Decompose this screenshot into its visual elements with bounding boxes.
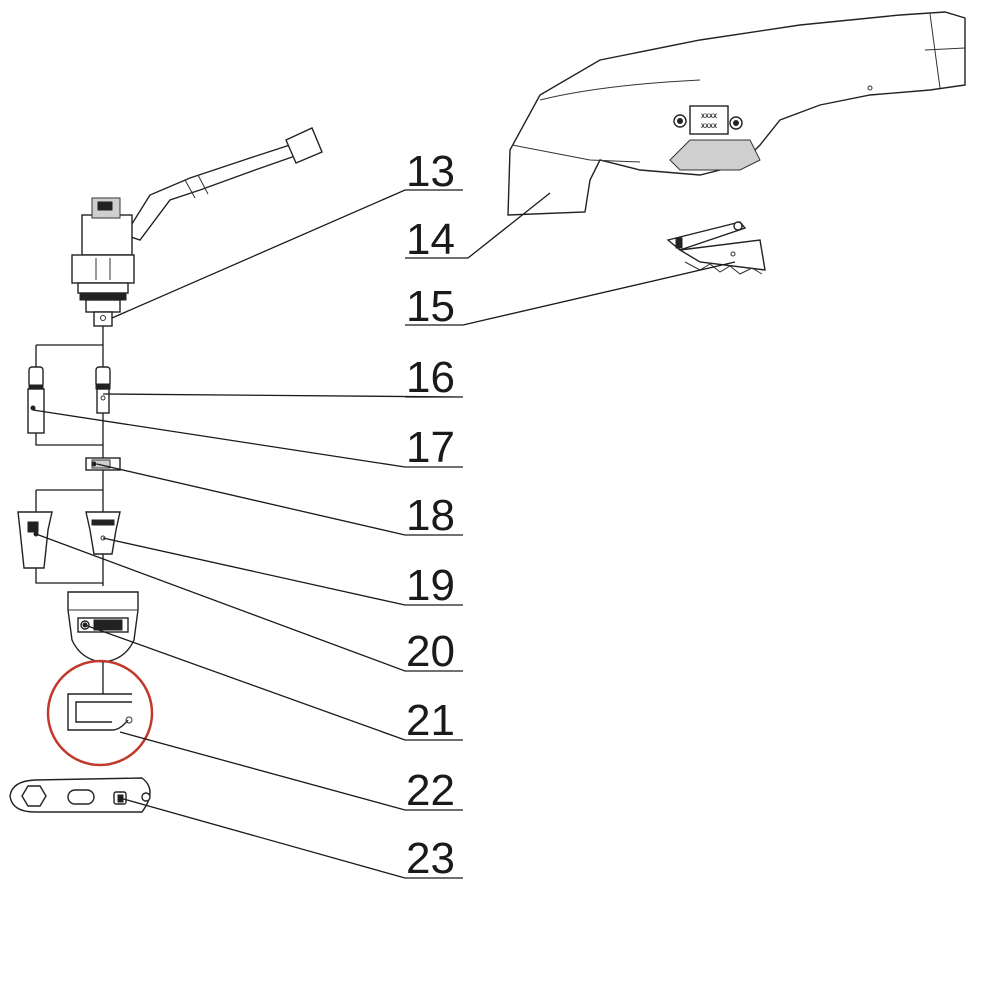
callout-19-label: 19 (406, 561, 455, 610)
electrode (95, 366, 111, 414)
standoff-guide (67, 693, 133, 731)
highlight-circle (46, 659, 154, 767)
callout-16-label: 16 (406, 353, 455, 402)
handle-label-line-2: XXXX (701, 124, 717, 130)
callout-17: 17 (32, 409, 463, 472)
callout-14: 14 (405, 192, 551, 264)
callout-16: 16 (102, 353, 464, 402)
callout-22: 22 (119, 731, 463, 815)
callout-22-label: 22 (406, 766, 455, 815)
callout-18: 18 (96, 463, 463, 540)
nozzle-tip (85, 511, 121, 555)
callout-20-label: 20 (406, 627, 455, 676)
shield-cup (67, 591, 139, 663)
trigger-assembly (666, 221, 766, 275)
spanner-wrench (9, 777, 151, 813)
callout-18-label: 18 (406, 491, 455, 540)
long-electrode (27, 366, 45, 434)
callout-20: 20 (35, 533, 463, 676)
handle-label-line-1: XXXX (701, 114, 717, 120)
callout-14-label: 14 (406, 215, 455, 264)
torch-handle: XXXX XXXX (507, 11, 966, 216)
callout-23: 23 (119, 797, 463, 883)
callout-15-label: 15 (406, 282, 455, 331)
callout-19: 19 (102, 537, 463, 610)
callout-23-label: 23 (406, 834, 455, 883)
callout-15: 15 (405, 261, 736, 331)
callout-17-label: 17 (406, 423, 455, 472)
callout-21-label: 21 (406, 696, 455, 745)
torch-head (71, 127, 323, 327)
callout-21: 21 (84, 624, 463, 745)
callout-13-label: 13 (406, 147, 455, 196)
callout-13: 13 (111, 147, 463, 319)
long-tip (17, 511, 53, 569)
